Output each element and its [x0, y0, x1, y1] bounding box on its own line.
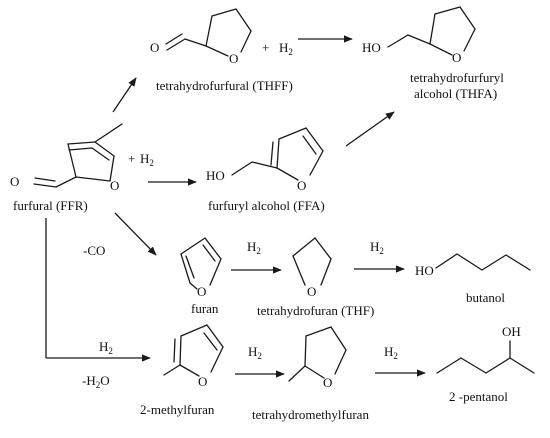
thfa-structure [387, 6, 476, 56]
methylfuran-ring-oxygen: O [198, 374, 207, 389]
ffa-structure [231, 127, 324, 181]
h2-ffa: H2 [140, 151, 154, 168]
h2-thff: H2 [279, 40, 293, 57]
ffr-ring-oxygen: O [110, 178, 119, 193]
h2-thf: H2 [247, 239, 261, 256]
thf-ring-oxygen: O [307, 284, 316, 299]
label-pentanol: 2 -pentanol [449, 389, 508, 404]
label-thf: tetrahydrofuran (THF) [257, 303, 374, 318]
h2-mf: H2 [99, 339, 113, 356]
label-furan: furan [191, 301, 219, 316]
label-ffr: furfural (FFR) [13, 198, 88, 213]
butanol-hydroxyl: HO [415, 263, 434, 278]
methylfuran-structure [163, 324, 224, 377]
thfa-ring-oxygen: O [452, 50, 461, 65]
label-ffa: furfuryl alcohol (FFA) [208, 198, 325, 213]
label-thfa-line2: alcohol (THFA) [414, 86, 497, 101]
thmf-ring-oxygen: O [323, 375, 332, 390]
furan-structure [180, 237, 222, 290]
butanol-structure [435, 253, 531, 271]
minus-h2o: -H2O [82, 373, 110, 390]
label-mf: 2-methylfuran [140, 402, 215, 417]
h2-butanol: H2 [370, 239, 384, 256]
arrow-ffr-to-thff [112, 77, 137, 113]
label-thmf: tetrahydromethylfuran [252, 407, 369, 422]
thff-structure [165, 8, 252, 57]
ffr-carbonyl-oxygen: O [10, 174, 19, 189]
thfa-hydroxyl: HO [362, 40, 381, 55]
furan-ring-oxygen: O [197, 284, 206, 299]
thff-ring-oxygen: O [229, 51, 238, 66]
plus-thff: + [262, 40, 269, 55]
minus-co: -CO [83, 243, 105, 258]
label-butanol: butanol [466, 290, 505, 305]
furfural-structure [33, 123, 123, 188]
label-thff: tetrahydrofurfural (THFF) [156, 78, 293, 93]
pentanol-structure [436, 340, 535, 374]
arrow-ffr-to-furan [114, 212, 157, 256]
pentanol-hydroxyl: OH [502, 324, 521, 339]
h2-thmf: H2 [248, 344, 262, 361]
plus-ffa: + [128, 151, 135, 166]
thmf-structure [288, 326, 347, 382]
thff-carbonyl-oxygen: O [150, 40, 159, 55]
thf-structure [292, 237, 332, 286]
arrow-ffa-to-thfa [345, 111, 395, 147]
label-thfa-line1: tetrahydrofurfuryl [410, 70, 504, 85]
h2-pentanol: H2 [384, 344, 398, 361]
ffa-ring-oxygen: O [297, 178, 306, 193]
ffa-hydroxyl: HO [206, 168, 225, 183]
